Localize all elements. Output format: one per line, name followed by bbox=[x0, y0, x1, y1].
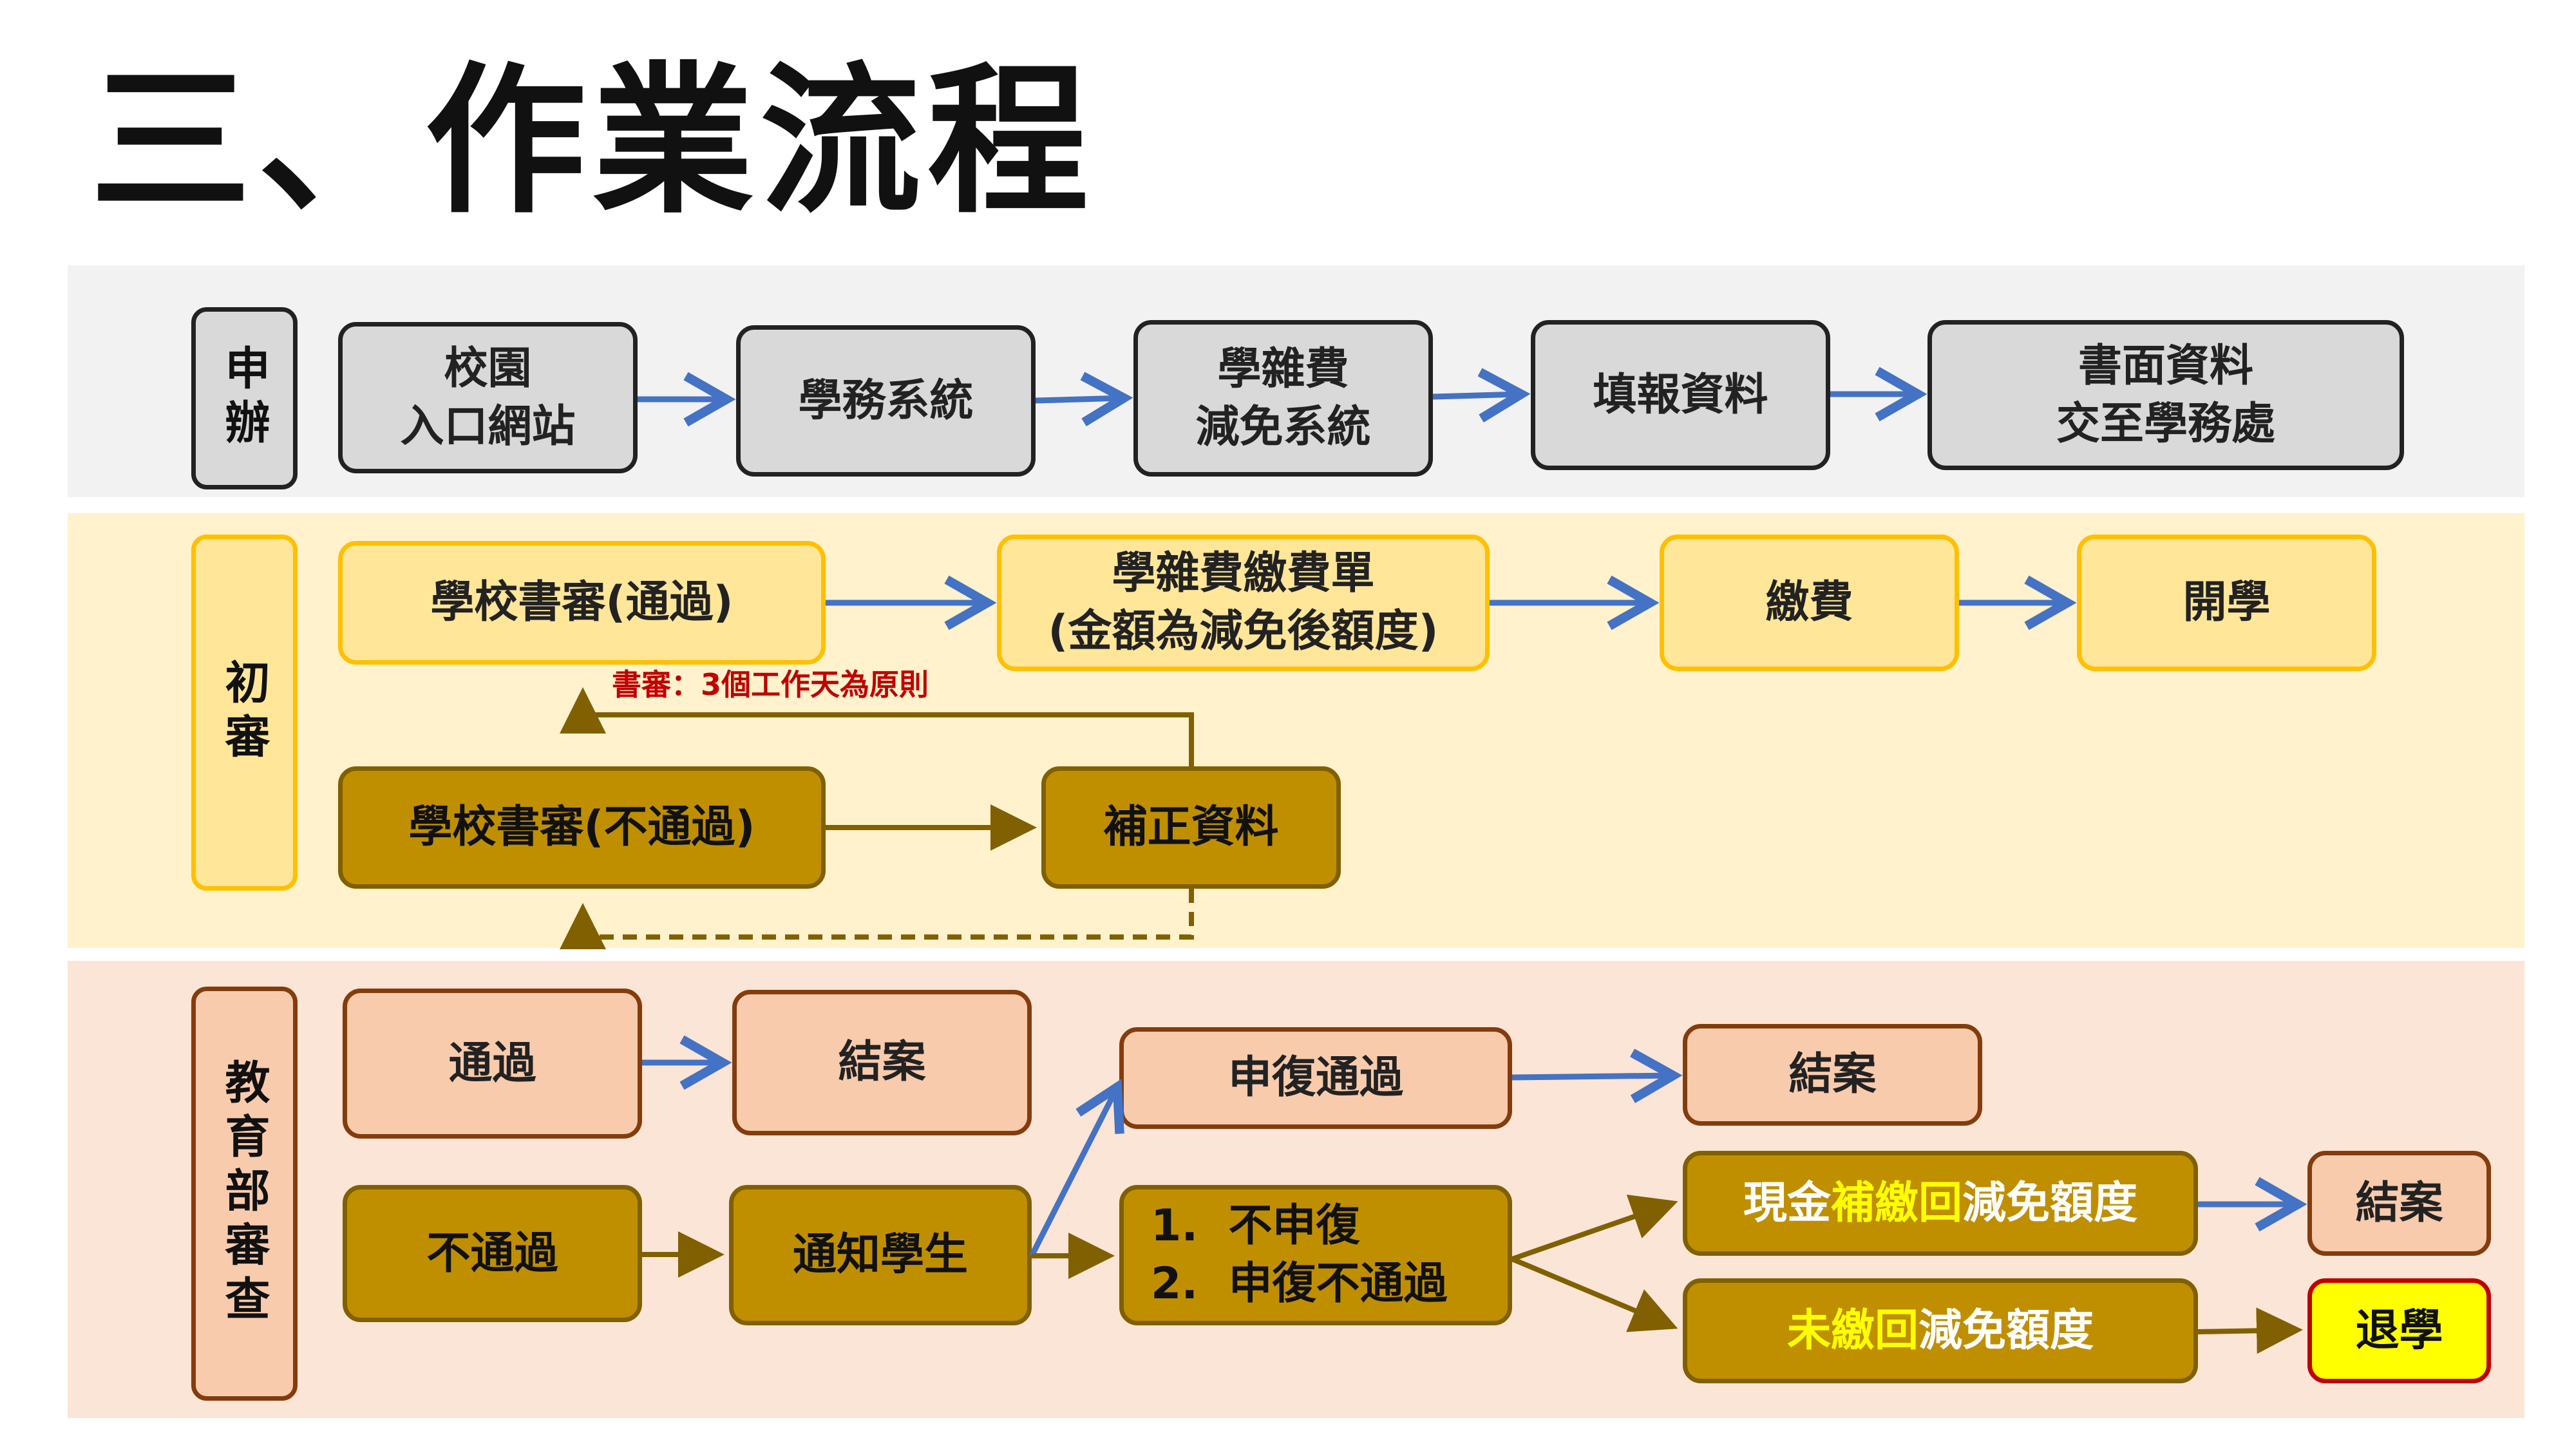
lane-label-apply: 申辦 bbox=[191, 307, 298, 489]
arrow-waiver-to-fill bbox=[1432, 368, 1531, 422]
affairs-system-box: 學務系統 bbox=[736, 325, 1036, 477]
fee-waiver-system-box: 學雜費 減免系統 bbox=[1133, 320, 1433, 477]
school-start-box: 開學 bbox=[2077, 535, 2376, 671]
submit-docs-box: 書面資料 交至學務處 bbox=[1927, 320, 2404, 470]
lane-label-initial: 初審 bbox=[191, 535, 298, 891]
arrow-supplement-retry-dashed bbox=[560, 889, 1194, 949]
moe-pass-box: 通過 bbox=[343, 989, 642, 1139]
moe-fail-box: 不通過 bbox=[343, 1185, 642, 1322]
school-review-fail-box: 學校書審(不通過) bbox=[338, 766, 826, 889]
outcome-no-appeal: 1. 不申復 bbox=[1151, 1200, 1360, 1252]
outcome-appeal-fail: 2. 申復不通過 bbox=[1151, 1258, 1448, 1309]
withdraw-box: 退學 bbox=[2307, 1278, 2491, 1383]
appeal-outcome-box: 1. 不申復 2. 申復不通過 bbox=[1119, 1185, 1512, 1325]
arrow-supplement-to-pass bbox=[560, 687, 1194, 766]
cash-suffix: 減免額度 bbox=[1962, 1177, 2138, 1229]
arrow-outcome-to-cash bbox=[1511, 1195, 1678, 1262]
arrow-unpaid-to-withdraw bbox=[2197, 1307, 2303, 1354]
fill-data-box: 填報資料 bbox=[1531, 320, 1830, 470]
fee-bill-box: 學雜費繳費單 (金額為減免後額度) bbox=[997, 535, 1490, 671]
school-review-pass-box: 學校書審(通過) bbox=[338, 541, 826, 665]
close-case-box-1: 結案 bbox=[732, 990, 1032, 1135]
unpaid-highlight: 未繳回 bbox=[1786, 1305, 1918, 1356]
arrow-appeal-pass-to-close bbox=[1511, 1048, 1683, 1103]
portal-box: 校園 入口網站 bbox=[338, 322, 638, 473]
close-case-box-3: 結案 bbox=[2307, 1151, 2491, 1256]
payment-box: 繳費 bbox=[1660, 535, 1959, 671]
unpaid-suffix: 減免額度 bbox=[1918, 1305, 2094, 1356]
cash-repay-box: 現金補繳回減免額度 bbox=[1683, 1151, 2198, 1256]
cash-highlight: 補繳回 bbox=[1830, 1177, 1962, 1229]
close-case-box-2: 結案 bbox=[1683, 1024, 1982, 1126]
unpaid-box: 未繳回減免額度 bbox=[1683, 1278, 2198, 1383]
page-title: 三、作業流程 bbox=[90, 48, 1095, 235]
cash-prefix: 現金 bbox=[1743, 1177, 1831, 1229]
arrow-outcome-to-unpaid bbox=[1511, 1256, 1678, 1332]
appeal-pass-box: 申復通過 bbox=[1119, 1027, 1512, 1129]
review-duration-note: 書審：3個工作天為原則 bbox=[612, 667, 929, 702]
arrow-affairs-to-waiver bbox=[1035, 372, 1133, 426]
notify-student-box: 通知學生 bbox=[729, 1185, 1032, 1325]
arrow-notify-to-appeal-pass bbox=[1028, 1079, 1124, 1258]
lane-label-moe: 教育部審查 bbox=[191, 987, 298, 1401]
supplement-docs-box: 補正資料 bbox=[1041, 766, 1341, 889]
